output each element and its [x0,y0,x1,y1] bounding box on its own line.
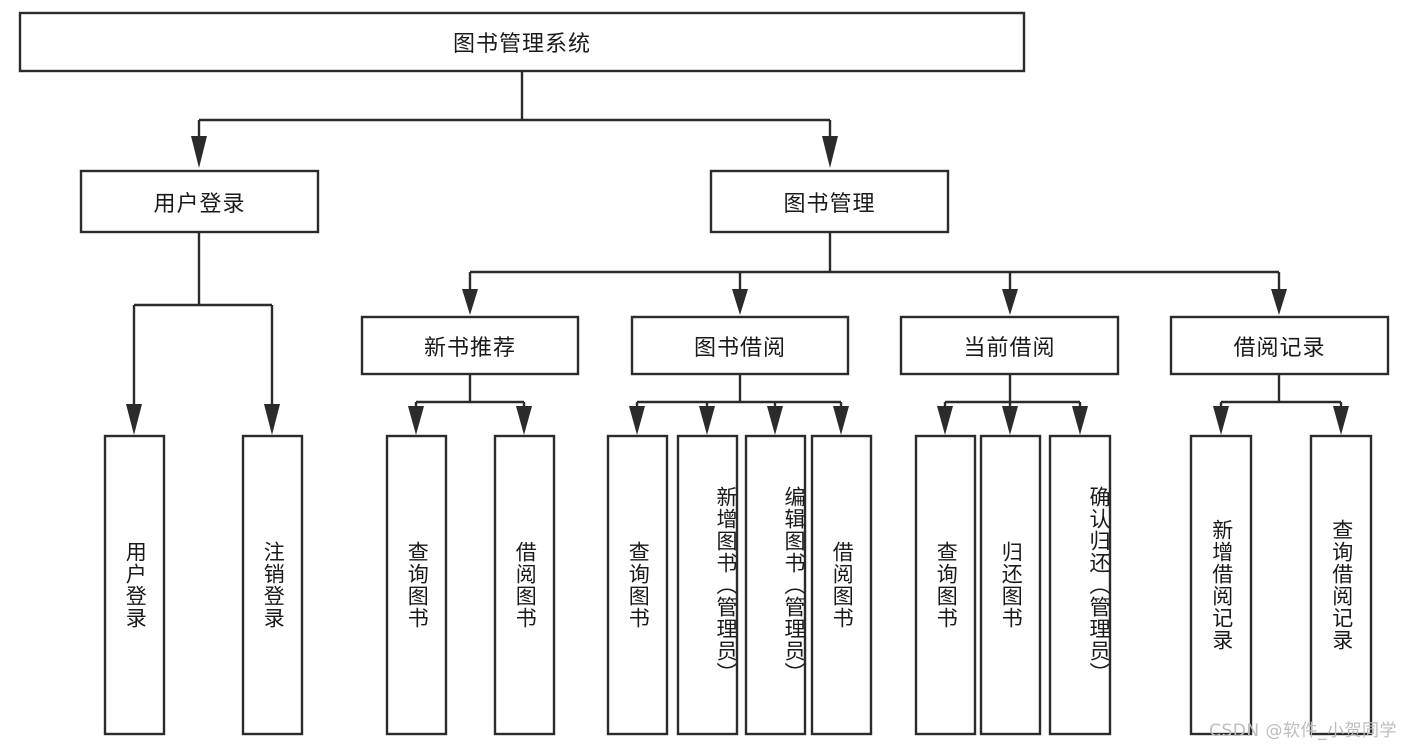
node-root-book-management-system[interactable] [18,11,1026,73]
leafbox-bookborrow-query[interactable] [606,434,669,736]
leafbox-bookborrow-borrow[interactable] [810,434,873,736]
arrowhead-cb-query-book [937,406,953,435]
leafbox-currentborrow-query[interactable] [914,434,977,736]
arrowhead-nb-borrow-book [516,406,532,435]
leafbox-borrowrecord-add[interactable] [1189,434,1253,736]
leafbox-newbook-query[interactable] [385,434,448,736]
arrowhead-leaf-logout [264,404,280,435]
arrowhead-nb-query-book [408,406,424,435]
leafbox-borrowrecord-query[interactable] [1309,434,1373,736]
arrowhead-cb-return-book [1002,406,1018,435]
arrowhead-bb-query-book [629,406,645,435]
leafbox-user-login-login[interactable] [103,434,166,736]
arrowhead-leaf-user-login [126,404,142,435]
arrowhead-new-book [462,289,478,315]
node-book-management[interactable] [709,169,950,234]
arrowhead-borrow-record [1271,289,1287,315]
leafbox-bookborrow-edit[interactable] [744,434,807,736]
node-user-login[interactable] [79,169,320,234]
arrowhead-br-add-record [1213,406,1229,435]
arrowhead-book-management [822,136,838,168]
arrowhead-br-query-record [1333,406,1349,435]
node-borrow-record[interactable] [1169,315,1390,376]
node-book-borrow[interactable] [630,315,850,376]
leafbox-currentborrow-confirm[interactable] [1048,434,1112,736]
node-new-book-recommend[interactable] [360,315,580,376]
leafbox-currentborrow-return[interactable] [979,434,1042,736]
leafbox-bookborrow-add[interactable] [676,434,739,736]
arrowhead-bb-edit-book [767,406,783,435]
arrowhead-bb-borrow-book [833,406,849,435]
arrowhead-book-borrow [732,289,748,315]
leafbox-newbook-borrow[interactable] [493,434,556,736]
arrowhead-user-login [191,136,207,168]
arrowhead-cb-confirm-return [1072,406,1088,435]
leafbox-user-login-logout[interactable] [241,434,304,736]
watermark-csdn: CSDN @软件_小贺同学 [1209,721,1397,741]
node-current-borrow[interactable] [899,315,1120,376]
arrowhead-current-borrow [1002,289,1018,315]
arrowhead-bb-add-book [699,406,715,435]
